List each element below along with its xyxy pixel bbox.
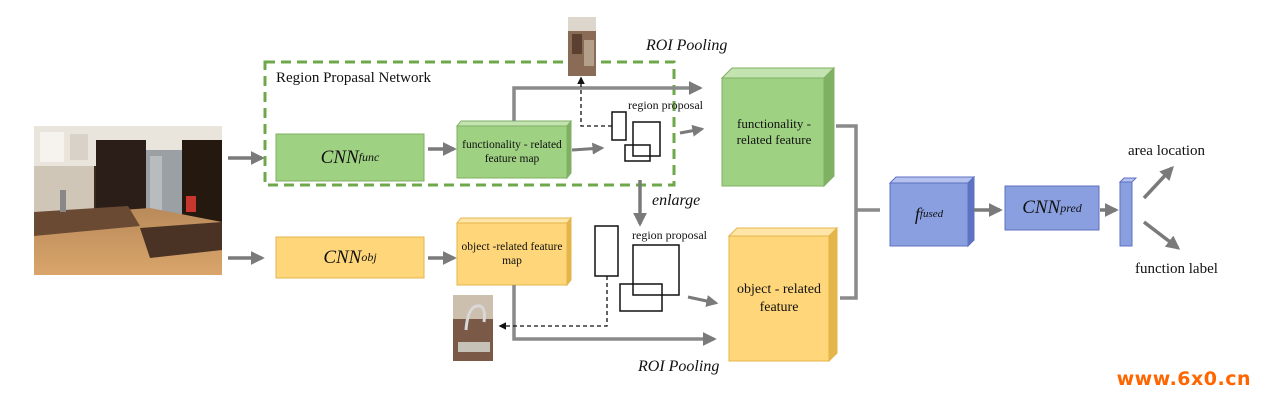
func-feature-label: functionality -related feature <box>736 115 812 147</box>
fused-main: f <box>914 204 920 225</box>
func-feature-map-block <box>455 119 573 180</box>
cnn-func-main: CNN <box>320 146 359 168</box>
area-location-label: area location <box>1128 143 1206 159</box>
cnn-obj-sub: obj <box>361 250 377 264</box>
output-bar <box>1118 177 1138 247</box>
kitchen-image <box>34 126 222 275</box>
fused-sub: fused <box>919 207 944 220</box>
obj-feature-map-block <box>455 216 573 287</box>
roi-pooling-bottom-label: ROI Pooling <box>638 358 720 375</box>
rpn-dashed-box <box>263 60 676 187</box>
obj-feature-block <box>727 226 839 363</box>
cnn-func-sub: func <box>358 150 380 164</box>
merge-bracket <box>836 124 880 300</box>
func-feature-block <box>720 66 836 188</box>
thumbnail-bottom <box>453 295 493 361</box>
region-proposal-bottom-label: region proposal <box>632 228 707 242</box>
thumbnail-top <box>568 17 596 76</box>
cnn-obj-box <box>275 236 425 279</box>
obj-map-label: object -related feature map <box>461 240 563 267</box>
region-proposals-bottom <box>594 225 680 312</box>
function-label-label: function label <box>1135 261 1218 277</box>
cnn-pred-main: CNN <box>1022 197 1061 219</box>
roi-pooling-top-label: ROI Pooling <box>646 37 728 54</box>
cnn-obj-main: CNN <box>323 246 362 268</box>
cnn-func-box <box>275 133 425 182</box>
enlarge-label: enlarge <box>652 192 701 209</box>
obj-feature-label: object - related feature <box>737 282 821 315</box>
cnn-pred-box <box>1004 185 1100 231</box>
cnn-pred-sub: pred <box>1060 200 1082 215</box>
fused-block <box>888 175 976 248</box>
func-map-label: functionality - related feature map <box>462 138 562 165</box>
arrow-area-location <box>1142 165 1174 200</box>
watermark: www.6x0.cn <box>1116 368 1251 390</box>
region-proposal-top-label: region proposal <box>628 98 703 112</box>
rpn-title: Region Propasal Network <box>276 70 431 86</box>
arrow-function-label <box>1142 220 1181 250</box>
region-proposals-top <box>611 111 661 162</box>
